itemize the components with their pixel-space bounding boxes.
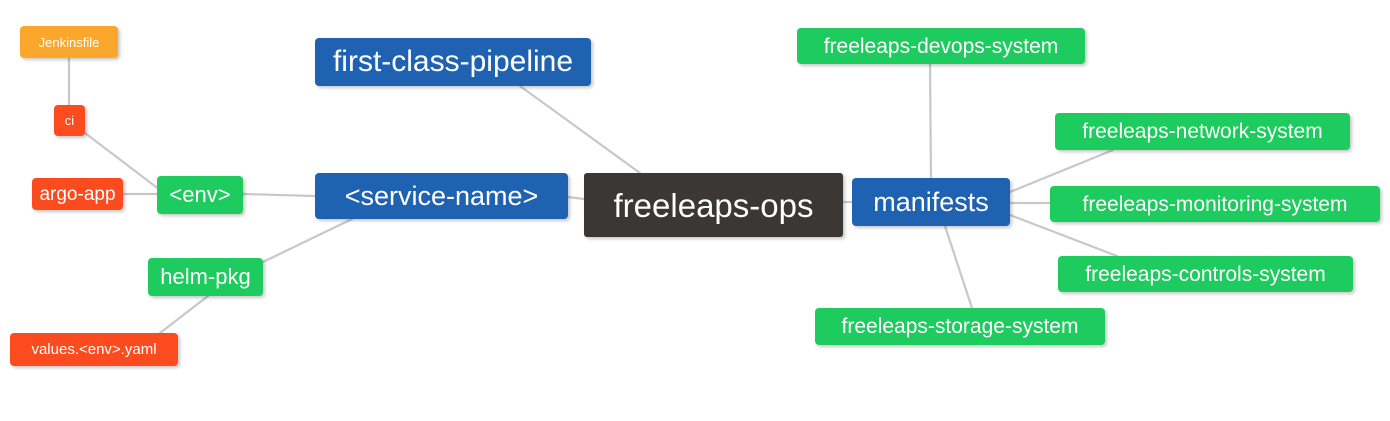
- edge-values-helm-pkg: [158, 294, 210, 335]
- node-controls-system[interactable]: freeleaps-controls-system: [1058, 256, 1353, 292]
- node-devops-system[interactable]: freeleaps-devops-system: [797, 28, 1085, 64]
- node-argo-app[interactable]: argo-app: [32, 178, 123, 210]
- node-first-class-pipeline[interactable]: first-class-pipeline: [315, 38, 591, 86]
- node-env[interactable]: <env>: [157, 176, 243, 214]
- node-network-system[interactable]: freeleaps-network-system: [1055, 113, 1350, 150]
- node-freeleaps-ops[interactable]: freeleaps-ops: [584, 173, 843, 237]
- node-service-name[interactable]: <service-name>: [315, 173, 568, 219]
- node-manifests[interactable]: manifests: [852, 178, 1010, 226]
- node-values-yaml[interactable]: values.<env>.yaml: [10, 333, 178, 366]
- edge-env-service-name: [241, 192, 317, 198]
- edge-helm-pkg-service-name: [261, 217, 354, 264]
- edge-pipeline-root: [518, 84, 642, 175]
- edge-manifests-devops: [928, 62, 933, 180]
- edge-manifests-storage: [943, 224, 974, 310]
- node-storage-system[interactable]: freeleaps-storage-system: [815, 308, 1105, 345]
- node-helm-pkg[interactable]: helm-pkg: [148, 258, 263, 296]
- node-jenkinsfile[interactable]: Jenkinsfile: [20, 26, 118, 58]
- node-ci[interactable]: ci: [54, 105, 85, 136]
- node-monitoring-system[interactable]: freeleaps-monitoring-system: [1050, 186, 1380, 222]
- edge-service-name-root: [566, 195, 586, 201]
